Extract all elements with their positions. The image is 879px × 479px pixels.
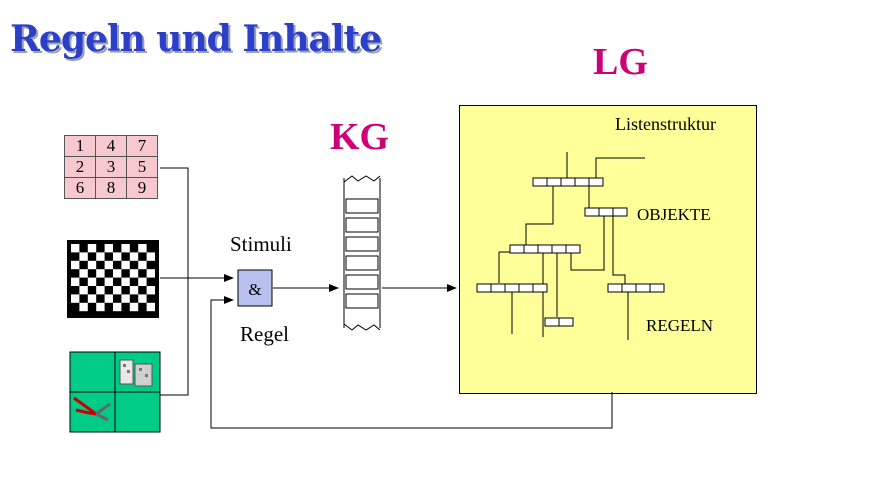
grid-cell: 7 [126, 135, 158, 157]
checker-square [96, 302, 105, 312]
checker-square [146, 269, 155, 278]
checker-square [96, 269, 105, 278]
checker-square [138, 294, 147, 303]
checker-square [129, 286, 139, 295]
input-connectors [160, 167, 613, 429]
grid-cell: 9 [126, 177, 158, 199]
checker-square [79, 286, 88, 295]
checker-square [71, 294, 80, 303]
checker-square [129, 302, 139, 312]
checker-square [113, 286, 122, 295]
building-icon [119, 359, 153, 387]
grid-cell: 4 [95, 135, 127, 157]
checker-square [121, 244, 130, 253]
kg-stack [343, 175, 381, 331]
and-gate: & [237, 269, 273, 307]
checker-square [146, 286, 155, 295]
checker-square [96, 286, 105, 295]
checker-square [138, 244, 147, 253]
checker-square [129, 269, 139, 278]
checker-square [121, 294, 130, 303]
checker-square [104, 294, 113, 303]
list-structure [498, 152, 645, 340]
grid-cell: 2 [64, 156, 96, 178]
checker-square [87, 244, 97, 253]
grid-cell: 8 [95, 177, 127, 199]
checker-square [79, 302, 88, 312]
checker-square [104, 277, 113, 286]
grid-cell: 1 [64, 135, 96, 157]
checker-square [113, 269, 122, 278]
kg-label: KG [330, 116, 390, 158]
checker-square [71, 244, 80, 253]
checker-square [71, 277, 80, 286]
number-grid: 1 4 7 2 3 5 6 8 9 [64, 135, 158, 199]
gate-symbol: & [248, 280, 261, 299]
checker-square [79, 269, 88, 278]
checker-square [113, 252, 122, 261]
checkerboard-icon [67, 240, 159, 318]
checker-square [104, 260, 113, 270]
checker-square [138, 260, 147, 270]
regel-label: Regel [240, 322, 289, 346]
checker-square [87, 294, 97, 303]
checker-square [71, 260, 80, 270]
checker-square [113, 302, 122, 312]
checker-square [104, 244, 113, 253]
stimuli-label: Stimuli [230, 232, 292, 256]
lg-box: Listenstruktur OBJEKTE REGELN [459, 105, 757, 394]
checker-square [96, 252, 105, 261]
checker-square [121, 277, 130, 286]
objekte-label: OBJEKTE [637, 205, 711, 224]
list-nodes [476, 177, 665, 327]
listenstruktur-label: Listenstruktur [615, 114, 716, 134]
pliers-icon [73, 396, 111, 422]
checker-square [146, 302, 155, 312]
checker-square [87, 260, 97, 270]
checker-square [87, 277, 97, 286]
regeln-label: REGELN [646, 316, 714, 335]
checker-square [79, 252, 88, 261]
checker-square [146, 252, 155, 261]
grid-cell: 5 [126, 156, 158, 178]
page-title: Regeln und Inhalte [10, 18, 382, 60]
lg-label: LG [593, 41, 648, 83]
checker-square [129, 252, 139, 261]
checker-square [138, 277, 147, 286]
checker-square [121, 260, 130, 270]
